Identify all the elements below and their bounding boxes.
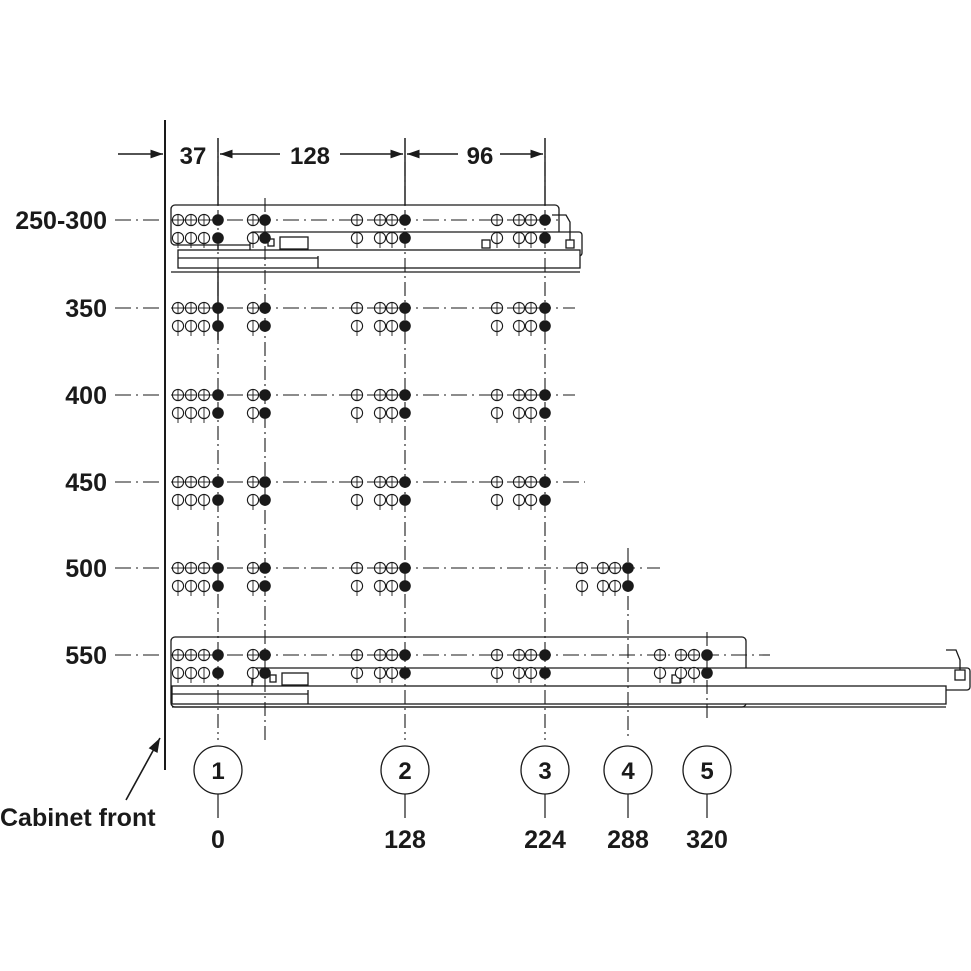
row-label: 500 bbox=[65, 555, 107, 583]
hole-filled bbox=[399, 407, 411, 419]
hole-filled bbox=[212, 562, 224, 574]
hole-filled bbox=[212, 667, 224, 679]
hole-filled bbox=[399, 214, 411, 226]
hole-filled bbox=[399, 232, 411, 244]
hole-filled bbox=[259, 494, 271, 506]
hole-filled bbox=[701, 667, 713, 679]
hole-filled bbox=[399, 476, 411, 488]
hole-filled bbox=[539, 320, 551, 332]
hole-filled bbox=[212, 580, 224, 592]
hole-filled bbox=[701, 649, 713, 661]
hole-filled bbox=[539, 389, 551, 401]
hole-filled bbox=[539, 407, 551, 419]
row-label: 550 bbox=[65, 642, 107, 670]
position-number: 3 bbox=[538, 758, 551, 785]
hole-filled bbox=[212, 232, 224, 244]
position-number: 1 bbox=[211, 758, 224, 785]
row-label: 450 bbox=[65, 469, 107, 497]
hole-filled bbox=[259, 214, 271, 226]
hole-filled bbox=[399, 302, 411, 314]
hole-filled bbox=[212, 320, 224, 332]
hole-filled bbox=[539, 476, 551, 488]
rows-layer: 250-300 350 400 450 500 550 bbox=[15, 138, 770, 740]
dimension-96: 96 bbox=[467, 143, 494, 170]
hole-filled bbox=[539, 494, 551, 506]
hole-filled bbox=[622, 562, 634, 574]
cabinet-front-arrow bbox=[125, 737, 161, 801]
hole-filled bbox=[259, 476, 271, 488]
position-value: 224 bbox=[524, 826, 566, 854]
dimension-128: 128 bbox=[290, 143, 330, 170]
row-label: 250-300 bbox=[15, 207, 107, 235]
row-label: 350 bbox=[65, 295, 107, 323]
hole-filled bbox=[399, 389, 411, 401]
hole-filled bbox=[399, 320, 411, 332]
hole-filled bbox=[259, 562, 271, 574]
hole-filled bbox=[212, 389, 224, 401]
hole-filled bbox=[259, 649, 271, 661]
hole-filled bbox=[212, 302, 224, 314]
row-label: 400 bbox=[65, 382, 107, 410]
hole-filled bbox=[399, 562, 411, 574]
dimension-37: 37 bbox=[180, 143, 207, 170]
position-number: 5 bbox=[700, 758, 713, 785]
hole-filled bbox=[212, 649, 224, 661]
position-value: 128 bbox=[384, 826, 426, 854]
position-callouts: 1 0 2 128 3 224 4 288 5 320 bbox=[193, 745, 732, 854]
cabinet-front-label: Cabinet front bbox=[0, 804, 156, 832]
hole-filled bbox=[259, 320, 271, 332]
hole-filled bbox=[259, 667, 271, 679]
hole-filled bbox=[259, 389, 271, 401]
position-number: 4 bbox=[621, 758, 635, 785]
hole-filled bbox=[399, 580, 411, 592]
hole-filled bbox=[539, 667, 551, 679]
hole-filled bbox=[399, 667, 411, 679]
hole-filled bbox=[212, 407, 224, 419]
hole-filled bbox=[539, 649, 551, 661]
position-value: 320 bbox=[686, 826, 728, 854]
hole-filled bbox=[212, 214, 224, 226]
hole-filled bbox=[539, 232, 551, 244]
hole-filled bbox=[399, 494, 411, 506]
position-value: 288 bbox=[607, 826, 649, 854]
position-number: 2 bbox=[398, 758, 411, 785]
position-value: 0 bbox=[211, 826, 225, 854]
hole-filled bbox=[259, 232, 271, 244]
drawer-runner-long bbox=[170, 636, 971, 708]
hole-filled bbox=[212, 494, 224, 506]
hole-filled bbox=[259, 580, 271, 592]
hole-filled bbox=[212, 476, 224, 488]
hole-filled bbox=[622, 580, 634, 592]
hole-filled bbox=[259, 302, 271, 314]
hole-filled bbox=[399, 649, 411, 661]
hole-filled bbox=[539, 214, 551, 226]
hole-filled bbox=[539, 302, 551, 314]
hole-filled bbox=[259, 407, 271, 419]
